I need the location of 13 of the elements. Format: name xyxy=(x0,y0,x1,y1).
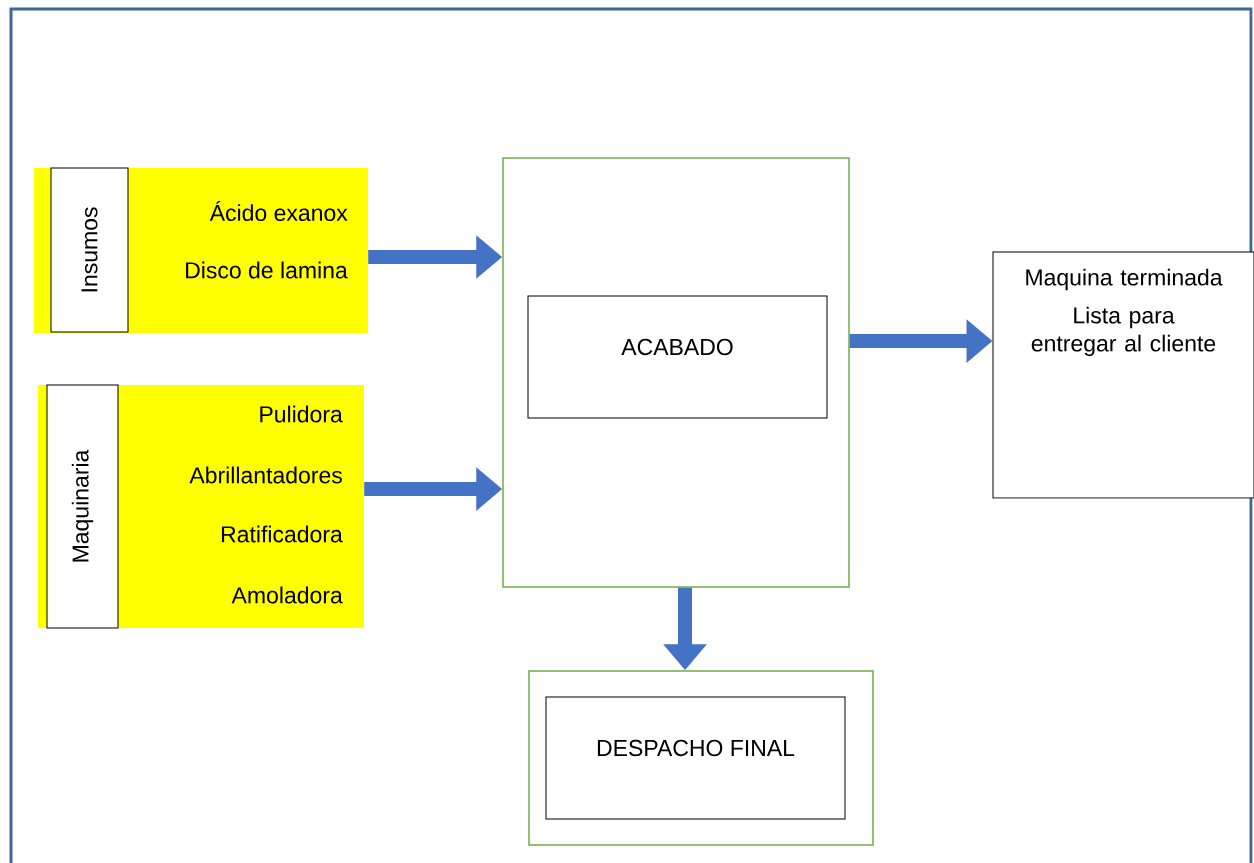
item-text: Disco de lamina xyxy=(186,261,348,279)
item-text: Ratificadora xyxy=(221,525,343,543)
process-box: DESPACHO FINAL xyxy=(545,696,846,820)
category-label-box: Maquinaria xyxy=(46,384,119,629)
item-text: Pulidora xyxy=(260,405,343,423)
process-box: ACABADO xyxy=(527,295,828,419)
item-text: Ácido exanox xyxy=(209,200,348,222)
process-box: Maquina terminada Lista para entregar al cliente xyxy=(992,251,1254,499)
item-text: Abrillantadores xyxy=(189,466,342,484)
process-frame xyxy=(528,670,874,846)
category-label-box: Insumos xyxy=(50,167,129,333)
process-frame xyxy=(502,157,850,588)
item-text: Amoladora xyxy=(231,586,343,604)
